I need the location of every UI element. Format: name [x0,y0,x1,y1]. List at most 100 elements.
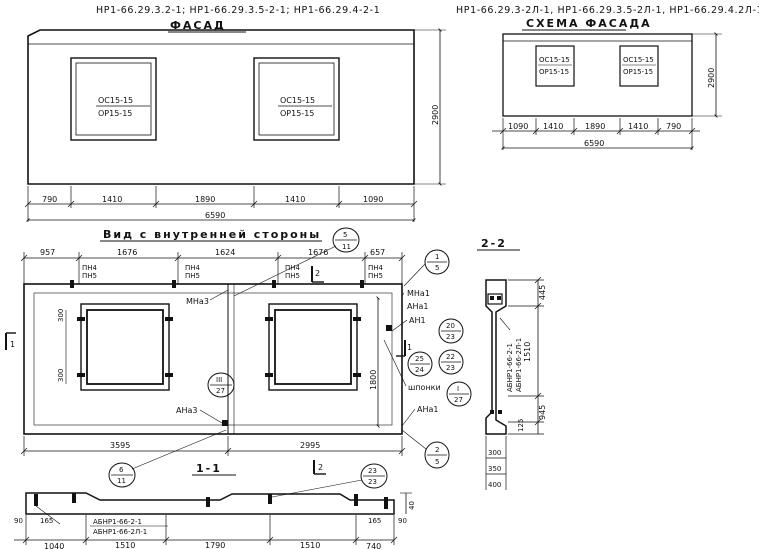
scheme-dim-2: 1410 [543,122,563,131]
section-mark-1-left: 1 [10,340,15,349]
facade-dim-1: 790 [42,195,57,204]
inner-top-dim-3: 1624 [215,248,235,257]
loop-label-3a: ПН4 [285,264,301,272]
section-22-bottom-dim-2: 350 [488,465,501,473]
section-22-top-block [487,293,503,305]
loop-label-2a: ПН4 [185,264,201,272]
callout-25-24-bottom: 24 [415,366,424,374]
loop-label-1b: ПН5 [82,272,97,280]
section-1-1-drawing: 1-1 40 90 165 165 90 АБНР1-66-2-1 АБНР1-… [14,462,416,549]
scheme-total: 6590 [584,139,604,148]
section-11-mark-1: АБНР1-66-2-1 [93,518,142,526]
section-11-dim-2: 1510 [115,541,135,549]
scheme-dim-4: 1410 [628,122,648,131]
label-an1: АН1 [409,316,426,325]
inner-top-dim-5: 657 [370,248,385,257]
callout-23-23-top: 23 [368,467,377,475]
scheme-dim-3: 1890 [585,122,605,131]
section-11-dim-ticks [22,515,398,545]
section-22-dim-1: 445 [538,285,547,300]
callout-6-11-bottom: 11 [117,477,126,485]
callout-2-5-bottom: 5 [435,458,439,466]
callout-i-27-bottom: 27 [454,396,463,404]
label-ana1-bottom: АНа1 [417,405,438,414]
callout-22-23: 22 23 [438,349,464,375]
loop-label-3b: ПН5 [285,272,300,280]
section-22-title: 2-2 [481,237,507,250]
callout-20-23-top: 20 [446,322,455,330]
inner-bottom-dim-ticks [20,436,406,456]
inner-height-value: 1800 [369,370,378,390]
facade-window-left-label-2: ОР15-15 [98,109,132,118]
callout-5-11-bottom: 11 [342,243,351,251]
section-11-small-dim-3: 165 [368,517,381,525]
label-ana3-leader [199,409,223,424]
section-11-dim-5: 740 [366,542,381,549]
callout-i-27: I 27 [446,381,472,407]
callout-2-5-top: 2 [435,446,439,454]
inner-bottom-dim-2: 2995 [300,441,320,450]
section-11-dim-3: 1790 [205,541,225,549]
section-mark-2-bottom: 2 [318,463,323,472]
section-22-bottom-dim-1: 300 [488,449,501,457]
label-ana3: АНа3 [176,406,197,415]
section-11-ribs [34,493,388,509]
scheme-dim-1: 1090 [508,122,528,131]
callout-1-5-bottom: 5 [435,264,439,272]
loop-label-4b: ПН5 [368,272,383,280]
inner-left-dim-1: 300 [57,309,65,322]
scheme-dim-5: 790 [666,122,681,131]
callout-2-5: 2 5 [401,429,450,469]
label-shponki: шпонки [408,383,441,392]
section-11-dim-1: 1040 [44,542,64,549]
section-22-dim-ticks [508,276,544,435]
label-shponki-leader [383,339,407,387]
facade-total: 6590 [205,211,225,220]
section-11-small-dim-4: 90 [398,517,407,525]
inner-view-drawing: Вид с внутренней стороны 957 1676 1624 1… [5,227,472,498]
facade-window-right-label-2: ОР15-15 [280,109,314,118]
section-11-height: 40 [408,501,416,510]
facade-window-left [70,57,157,141]
section-mark-1-right: 1 [407,343,412,352]
section-22-bottom-dim-3: 400 [488,481,501,489]
callout-25-24: 25 24 [407,351,433,377]
section-22-rebar [490,296,502,414]
inner-window-left [80,303,170,391]
callout-6-11-top: 6 [119,466,124,474]
callout-20-23-bottom: 23 [446,333,455,341]
callout-iii-27-bottom: 27 [216,387,225,395]
callout-25-24-top: 25 [415,355,424,363]
inner-top-dim-2: 1676 [117,248,137,257]
label-mna1-leader [401,292,405,297]
loop-label-2b: ПН5 [185,272,200,280]
inner-top-dim-1: 957 [40,248,55,257]
facade-window-right [253,57,340,141]
label-ana1-leader [401,408,416,427]
scheme-window-left-label-2: ОР15-15 [539,68,569,76]
inner-top-dim-ticks [20,252,406,284]
facade-height-value: 2900 [431,105,440,125]
label-mna3: МНа3 [186,297,209,306]
section-11-profile [25,492,395,515]
callout-6-11: 6 11 [108,429,227,488]
section-22-dim-4: 125 [517,419,525,432]
facade-window-right-label-1: ОС15-15 [280,96,315,105]
section-22-mark-1: АБНР1-66-2-1 [506,343,514,392]
inner-window-right [268,303,358,391]
scheme-window-left [535,45,575,87]
callout-22-23-bottom: 23 [446,364,455,372]
header-right-marks: НР1-66.29.3-2Л-1, НР1-66.29.3.5-2Л-1, НР… [456,5,759,16]
label-mna3-leader [209,289,229,301]
facade-title: ФАСАД [170,19,226,32]
scheme-window-right-label-2: ОР15-15 [623,68,653,76]
facade-drawing: ОС15-15 ОР15-15 ОС15-15 ОР15-15 2900 790… [24,28,446,222]
header-left-marks: НР1-66.29.3.2-1; НР1-66.29.3.5-2-1; НР1-… [96,5,380,16]
facade-dim-3: 1890 [195,195,215,204]
callout-1-5-top: 1 [435,253,439,261]
section-22-dim-3: 945 [538,405,547,420]
scheme-panel-outline [502,33,693,117]
window-anchors [70,280,392,426]
section-11-mark-2: АБНР1-66-2Л-1 [93,528,147,536]
